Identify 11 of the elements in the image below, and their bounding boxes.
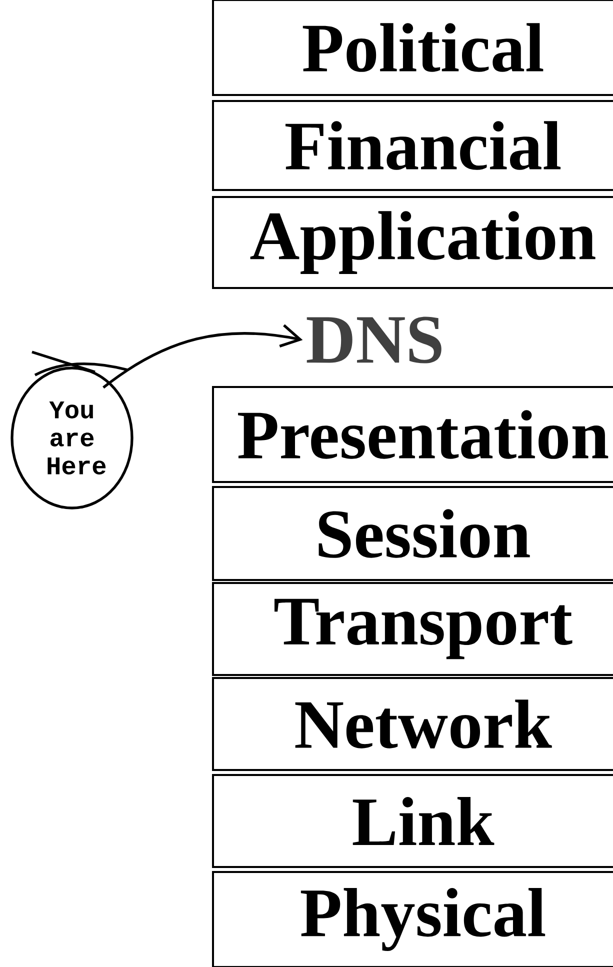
layer-label: DNS [306, 316, 442, 364]
layer-box: Network [212, 677, 613, 771]
layer-box: Application [212, 196, 613, 289]
layer-box: Presentation [212, 386, 613, 483]
layer-box: Political [212, 0, 613, 96]
layer-box: Physical [212, 871, 613, 967]
layer-box: Link [212, 774, 613, 868]
layer-box: Session [212, 486, 613, 581]
arrow [102, 324, 303, 389]
layer-box: Financial [212, 100, 613, 191]
layer-box: Transport [212, 582, 613, 676]
